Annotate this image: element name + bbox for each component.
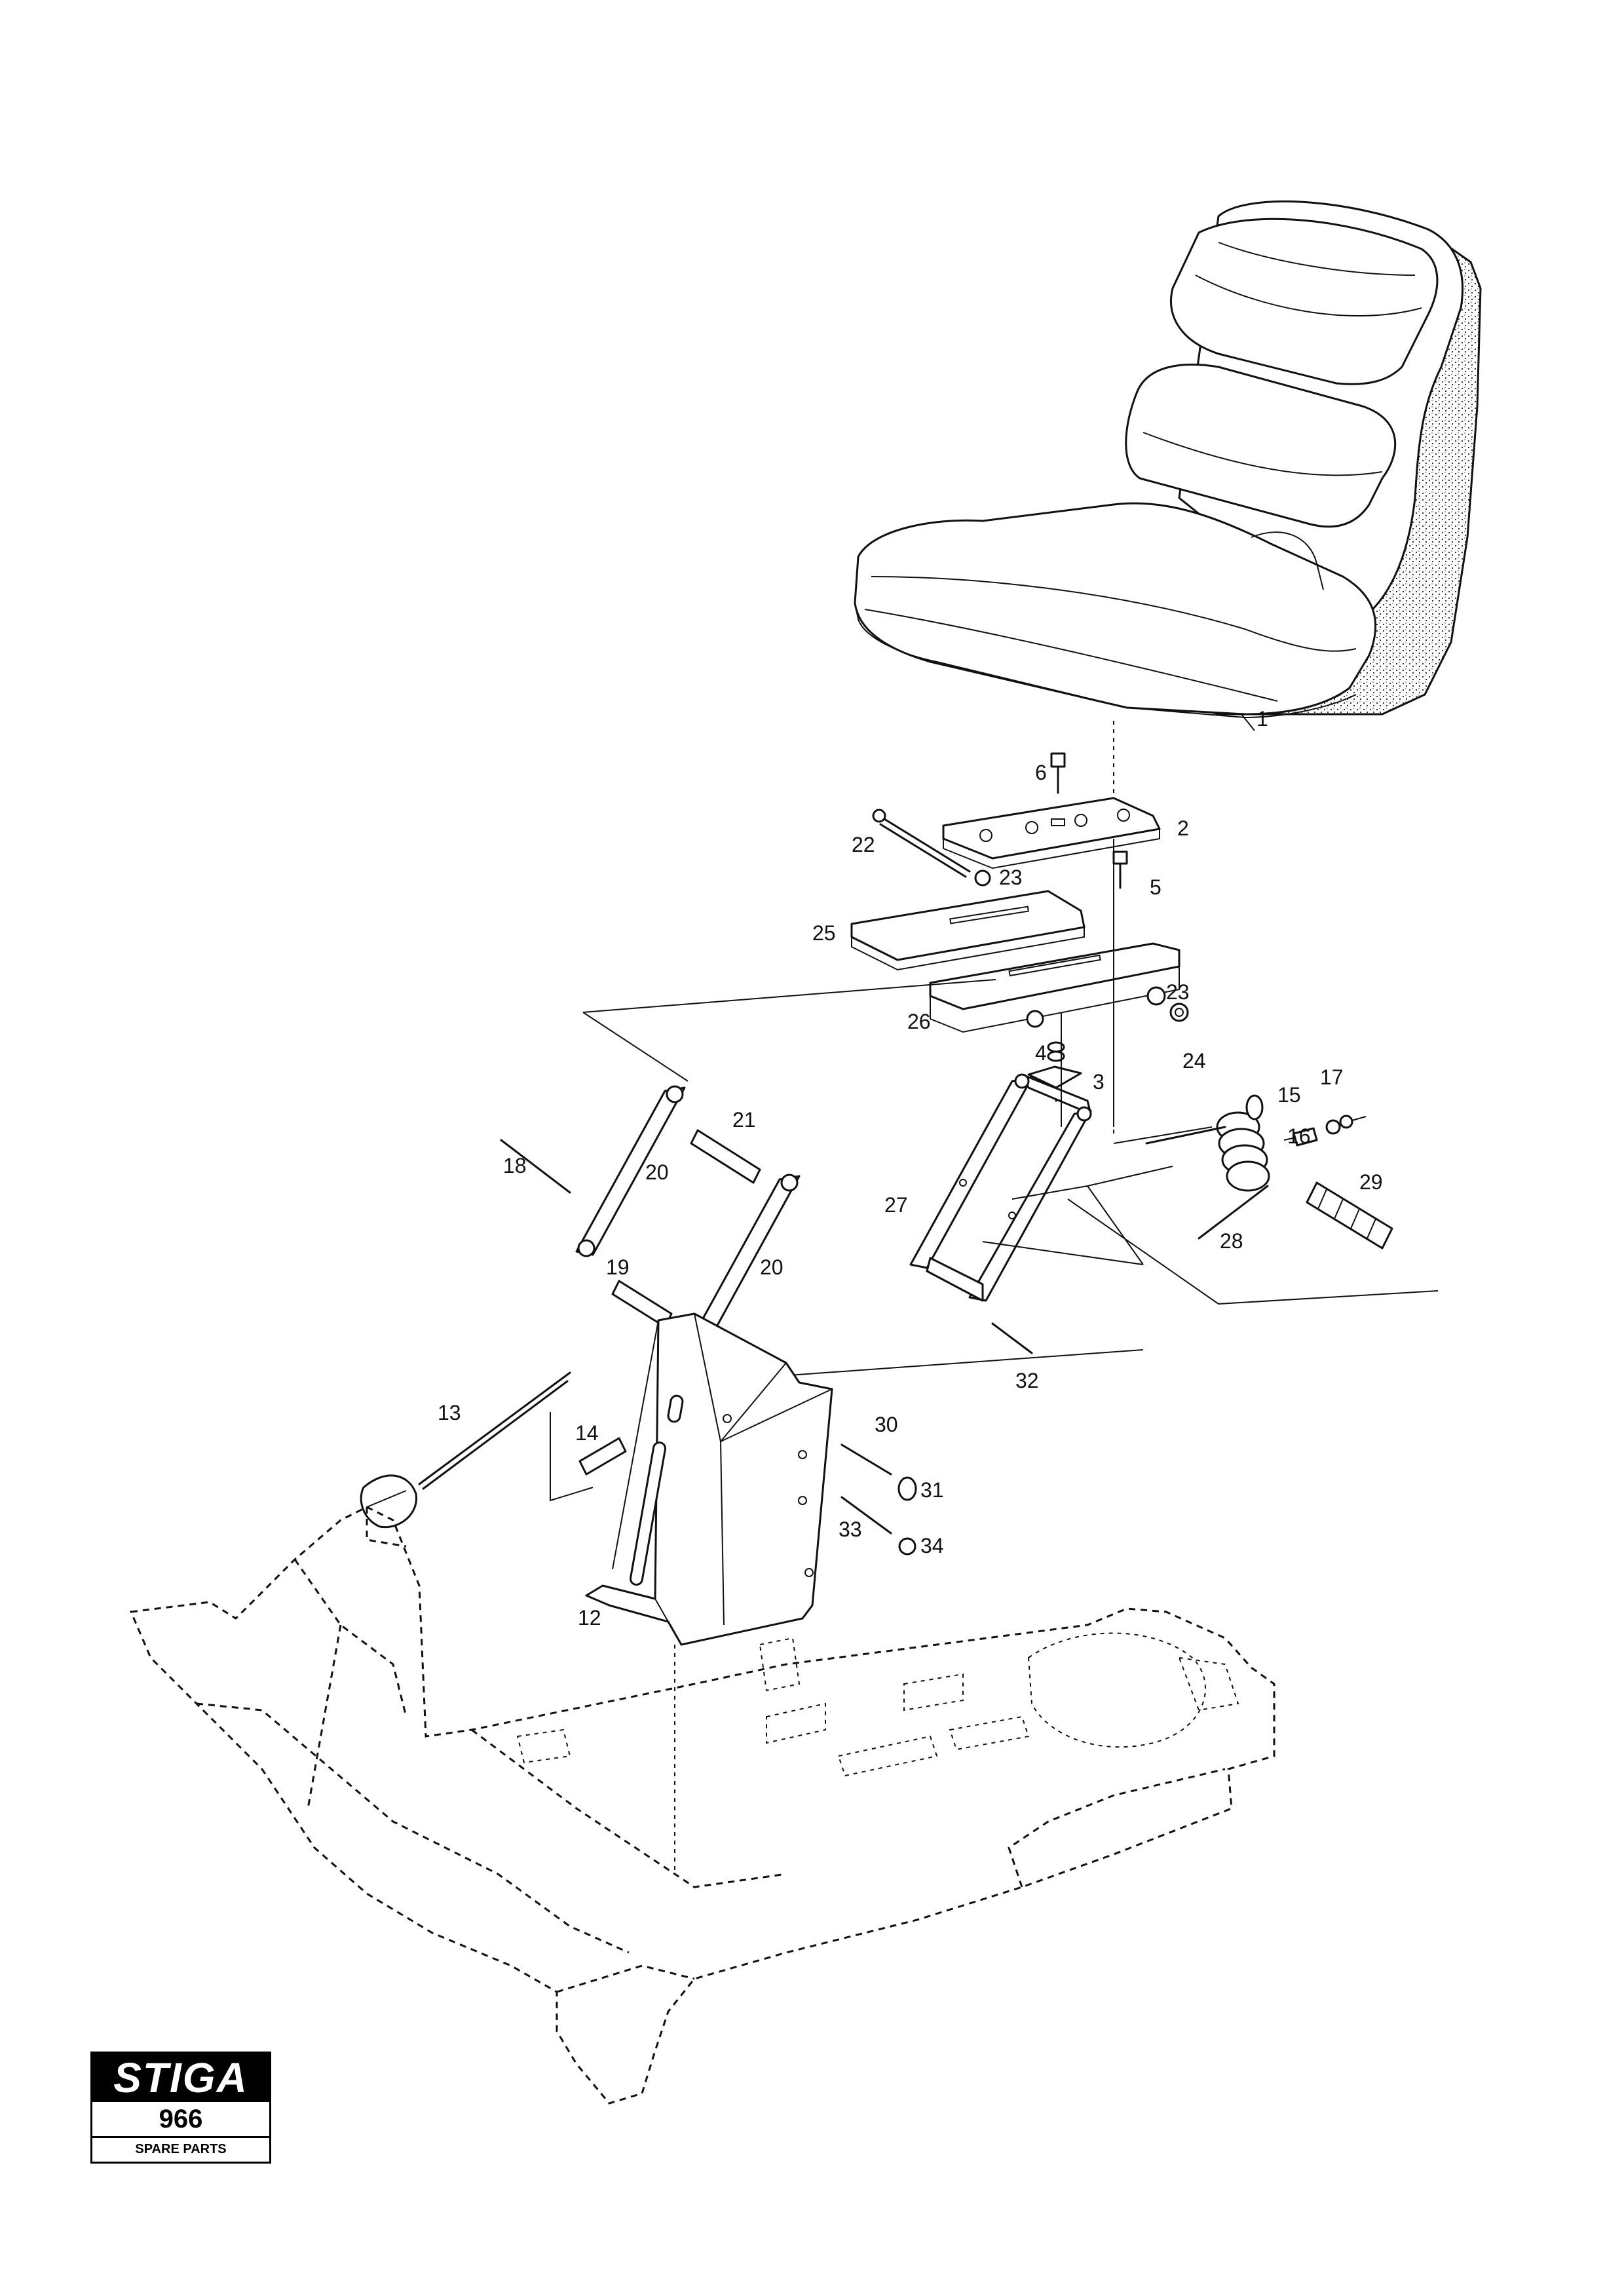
plate-2: [942, 797, 1161, 869]
logo-brand: STIGA: [113, 2054, 248, 2101]
label-part-28: 28: [1220, 1229, 1243, 1253]
nut-34: [898, 1537, 916, 1556]
spring-28: [1145, 1094, 1270, 1240]
lever-13: [360, 1371, 571, 1529]
label-part-32: 32: [1015, 1369, 1039, 1392]
label-part-1: 1: [1256, 707, 1268, 731]
sleeve-29: [1306, 1181, 1393, 1250]
washer-4: [1047, 1041, 1065, 1062]
spacer-14: [578, 1437, 627, 1476]
label-part-23-upper: 23: [999, 866, 1023, 889]
label-part-19: 19: [606, 1255, 630, 1279]
washer-23-lower: [1146, 986, 1166, 1006]
label-part-25: 25: [812, 921, 836, 945]
label-part-14: 14: [575, 1421, 599, 1445]
seat: [854, 200, 1482, 731]
pin-33: [840, 1496, 892, 1535]
chassis-frame: [129, 1506, 1275, 2105]
logo-brand-band: STIGA: [92, 2053, 269, 2102]
label-part-12: 12: [578, 1606, 601, 1630]
model-number: 966: [92, 2102, 269, 2138]
label-part-34: 34: [920, 1534, 944, 1557]
nut-23-upper: [974, 869, 991, 887]
label-part-20-lower: 20: [760, 1255, 784, 1279]
label-part-17: 17: [1320, 1065, 1344, 1089]
frame-27: [909, 1073, 1092, 1302]
bolt-6: [1050, 752, 1066, 794]
fitting-15-17: [1283, 1115, 1367, 1147]
label-part-6: 6: [1035, 761, 1047, 784]
spare-parts-caption: SPARE PARTS: [135, 2142, 227, 2156]
label-part-5: 5: [1150, 875, 1161, 899]
pin-30: [840, 1443, 892, 1476]
label-part-18: 18: [503, 1154, 527, 1177]
bolt-5: [1112, 850, 1128, 889]
label-part-27: 27: [884, 1193, 908, 1217]
label-part-2: 2: [1177, 816, 1189, 840]
clip-31: [897, 1476, 917, 1501]
label-part-21: 21: [732, 1108, 756, 1132]
label-part-15: 15: [1277, 1083, 1301, 1107]
label-part-23-lower: 23: [1166, 980, 1190, 1004]
label-part-30: 30: [875, 1413, 898, 1436]
pin-32: [991, 1322, 1033, 1354]
label-part-16: 16: [1287, 1124, 1311, 1148]
label-part-29: 29: [1359, 1170, 1383, 1194]
stiga-logo: STIGA 966 SPARE PARTS: [90, 2052, 271, 2164]
pin-21: [690, 1129, 761, 1184]
label-part-24: 24: [1182, 1049, 1206, 1073]
label-part-3: 3: [1093, 1070, 1105, 1094]
label-part-20-upper: 20: [645, 1160, 669, 1184]
label-part-22: 22: [852, 833, 875, 856]
label-part-13: 13: [438, 1401, 461, 1424]
nut-24: [1169, 1003, 1189, 1022]
part-labels: 1 6 2 22 23 5 25 23 26 24 4 3 17 15 16 2…: [438, 707, 1383, 1630]
bolt-22: [872, 809, 971, 878]
bracket-26: [929, 942, 1180, 1033]
bracket-12: [585, 1312, 833, 1646]
label-part-33: 33: [839, 1518, 862, 1541]
label-part-4: 4: [1035, 1041, 1047, 1065]
link-20-upper: [575, 1085, 686, 1257]
label-part-31: 31: [920, 1478, 944, 1502]
plate-25: [850, 890, 1086, 971]
pin-18: [500, 1139, 571, 1194]
label-part-26: 26: [907, 1010, 931, 1033]
